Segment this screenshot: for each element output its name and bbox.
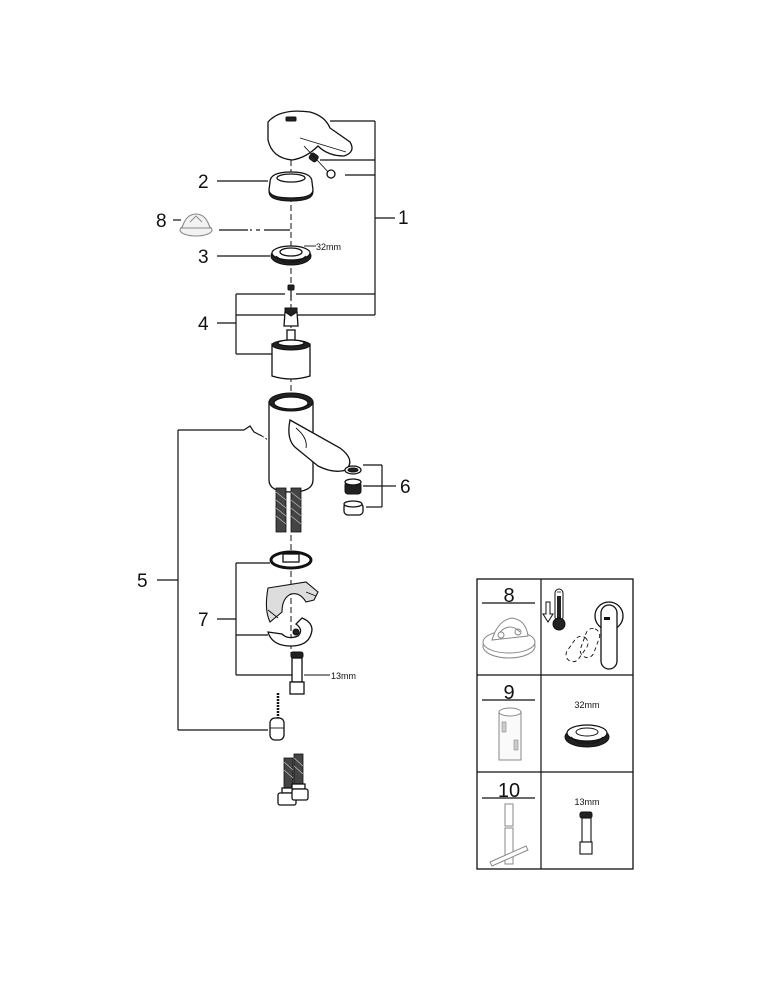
arrow-down-icon [542, 601, 554, 623]
aerator-housing [343, 500, 364, 516]
lever-icon [600, 604, 618, 670]
callout-6: 6 [400, 477, 411, 498]
legend-nut-32mm [564, 724, 610, 748]
handle-lever [267, 110, 353, 161]
popup-rod [269, 693, 285, 741]
callout-7-leader [217, 562, 292, 676]
callout-5-leader [157, 429, 268, 731]
temperature-limiter [179, 213, 213, 237]
legend-temperature-limiter [482, 617, 536, 659]
callout-1-leader [296, 120, 395, 316]
mounting-horseshoe-washer [265, 581, 319, 623]
popup-rod-hook [243, 425, 269, 441]
callout-1: 1 [398, 208, 409, 229]
mounting-gasket [269, 550, 313, 570]
callout-3: 3 [198, 247, 209, 268]
callout-2: 2 [198, 172, 209, 193]
legend-number-9: 9 [503, 682, 514, 704]
nut-32mm [270, 245, 312, 266]
faucet-body [268, 392, 351, 493]
callout-6-leader [363, 464, 396, 508]
flexible-hoses-lower [277, 753, 309, 806]
callout-5: 5 [137, 571, 148, 592]
legend-temperature-illustration [542, 588, 624, 670]
mounting-fixing-plate [267, 617, 313, 647]
aerator-insert [344, 478, 362, 495]
legend-t-key-tool [489, 803, 529, 867]
cartridge-screw [287, 284, 295, 300]
dim-32mm-label: 32mm [316, 242, 341, 252]
cartridge [271, 329, 311, 380]
legend-number-8: 8 [503, 585, 514, 607]
legend-dim-13mm: 13mm [574, 797, 599, 807]
legend-socket-tool [498, 707, 522, 761]
legend-dim-32mm: 32mm [574, 700, 599, 710]
legend-number-10: 10 [498, 780, 520, 802]
aerator-washer [344, 465, 362, 475]
callout-4-leader [217, 293, 285, 355]
cartridge-adapter [283, 307, 299, 327]
dim-13mm-label: 13mm [331, 671, 356, 681]
flexible-hoses-upper [275, 487, 302, 533]
callout-8: 8 [156, 211, 167, 232]
legend-stud-13mm [579, 811, 593, 855]
mounting-stud-13mm [289, 651, 305, 695]
escutcheon-cover [268, 171, 314, 202]
callout-4: 4 [198, 314, 209, 335]
callout-7: 7 [198, 610, 209, 631]
handle-grub-screw [303, 145, 336, 179]
